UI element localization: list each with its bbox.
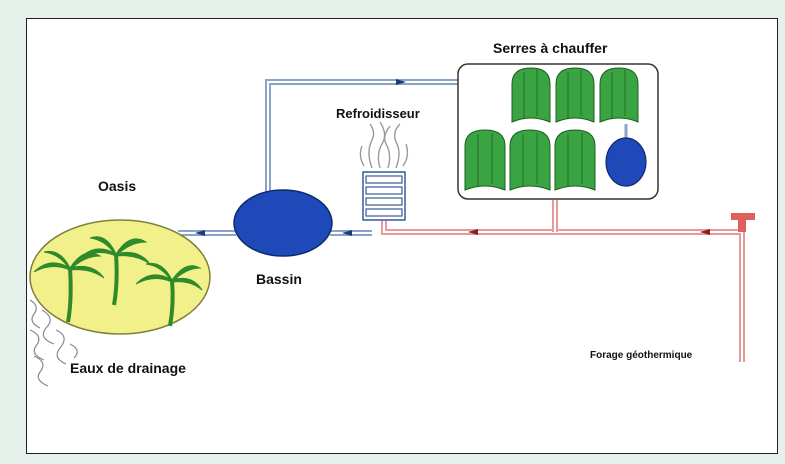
bassin-label: Bassin	[256, 271, 302, 287]
greenhouse-icon	[554, 129, 596, 191]
greenhouse-icon	[464, 129, 506, 191]
wellhead	[731, 213, 755, 220]
hot-pipes	[381, 200, 755, 362]
flow-arrow	[342, 230, 352, 236]
palm-tree-icon	[135, 262, 203, 327]
flow-arrow	[700, 229, 710, 235]
cooler-label: Refroidisseur	[336, 106, 420, 121]
greenhouses-label: Serres à chauffer	[493, 40, 608, 56]
water-tank	[605, 137, 647, 187]
geothermal-pipe	[381, 220, 745, 362]
greenhouse-icon	[509, 129, 551, 191]
palm-tree-icon	[79, 236, 151, 306]
palm-tree-icon	[33, 250, 105, 323]
oasis-label: Oasis	[98, 178, 137, 194]
greenhouse-group	[457, 63, 659, 200]
cold-pipes	[178, 79, 458, 236]
flow-arrow	[468, 229, 478, 235]
drainage-label: Eaux de drainage	[70, 360, 186, 376]
flow-arrow	[195, 230, 205, 236]
geothermal-well-label: Forage géothermique	[590, 350, 693, 361]
flow-arrow	[396, 79, 406, 85]
drainage-water	[29, 299, 78, 387]
oasis	[29, 219, 211, 335]
greenhouse-icon	[555, 67, 595, 123]
cooler	[359, 121, 409, 221]
steam-icon	[359, 121, 409, 169]
greenhouse-icon	[511, 67, 551, 123]
greenhouse-icon	[599, 67, 639, 123]
bassin-pool	[233, 189, 333, 257]
